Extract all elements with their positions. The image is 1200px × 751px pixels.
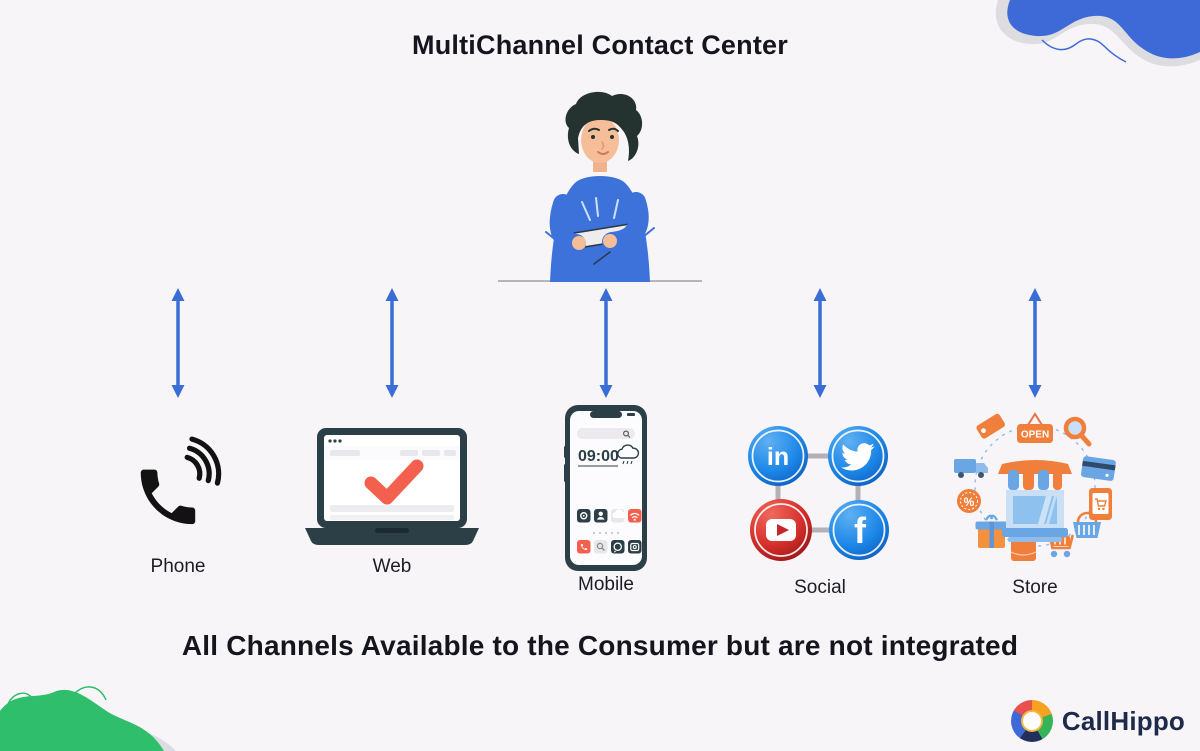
bottom-headline: All Channels Available to the Consumer b… <box>181 630 1019 661</box>
double-arrow-icon <box>171 288 185 398</box>
weather-icon <box>617 444 640 465</box>
svg-text:in: in <box>767 443 789 471</box>
twitter-icon <box>828 426 888 486</box>
price-tag-icon <box>976 413 1005 439</box>
page-title: MultiChannel Contact Center <box>412 30 788 60</box>
credit-card-icon <box>1081 456 1116 481</box>
channel-label-social: Social <box>794 577 846 598</box>
open-sign: OPEN <box>1017 412 1053 443</box>
green-wave-blob <box>0 686 176 751</box>
callhippo-logo: CallHippo <box>1010 700 1185 742</box>
laptop-browser-icon <box>305 428 479 545</box>
channel-label-phone: Phone <box>150 556 206 577</box>
blue-wave-blob <box>995 0 1200 67</box>
channel-mobile: 09:00 <box>496 286 716 616</box>
youtube-icon <box>750 499 812 561</box>
double-arrow-icon <box>385 288 399 398</box>
delivery-truck-icon <box>954 459 988 478</box>
social-networks-icon: in f <box>748 426 889 561</box>
clock-text: 09:00 <box>578 448 619 465</box>
callhippo-logo-text: CallHippo <box>1061 705 1185 736</box>
consumer-person-illustration <box>498 91 702 282</box>
channel-label-mobile: Mobile <box>578 574 634 595</box>
double-arrow-icon <box>813 288 827 398</box>
channel-social: in f Social <box>710 286 930 616</box>
svg-text:%: % <box>964 495 975 509</box>
smartphone-icon: 09:00 <box>564 405 647 571</box>
storefront-icon: OPEN <box>954 412 1116 561</box>
double-arrow-icon <box>1028 288 1042 398</box>
callhippo-logo-mark-icon <box>1010 700 1053 742</box>
checkmark <box>364 459 424 505</box>
svg-text:OPEN: OPEN <box>1021 430 1049 441</box>
shopping-basket-icon <box>1073 511 1101 538</box>
channel-store: OPEN <box>925 286 1145 616</box>
storefront-building <box>998 460 1072 542</box>
magnifier-icon <box>1063 416 1092 447</box>
svg-text:f: f <box>854 510 867 551</box>
channel-phone: Phone <box>68 286 288 616</box>
channel-web: Web <box>282 286 502 616</box>
double-arrow-icon <box>599 288 613 398</box>
channel-label-store: Store <box>1012 577 1058 598</box>
gift-box-icon <box>975 514 1008 548</box>
linkedin-icon: in <box>748 426 808 486</box>
channel-label-web: Web <box>372 556 412 577</box>
phone-handset-icon <box>140 436 222 525</box>
discount-badge-icon: % <box>957 489 981 513</box>
facebook-icon: f <box>829 500 889 560</box>
tablet-shopping-icon <box>1089 488 1112 520</box>
app-grid <box>577 509 642 554</box>
